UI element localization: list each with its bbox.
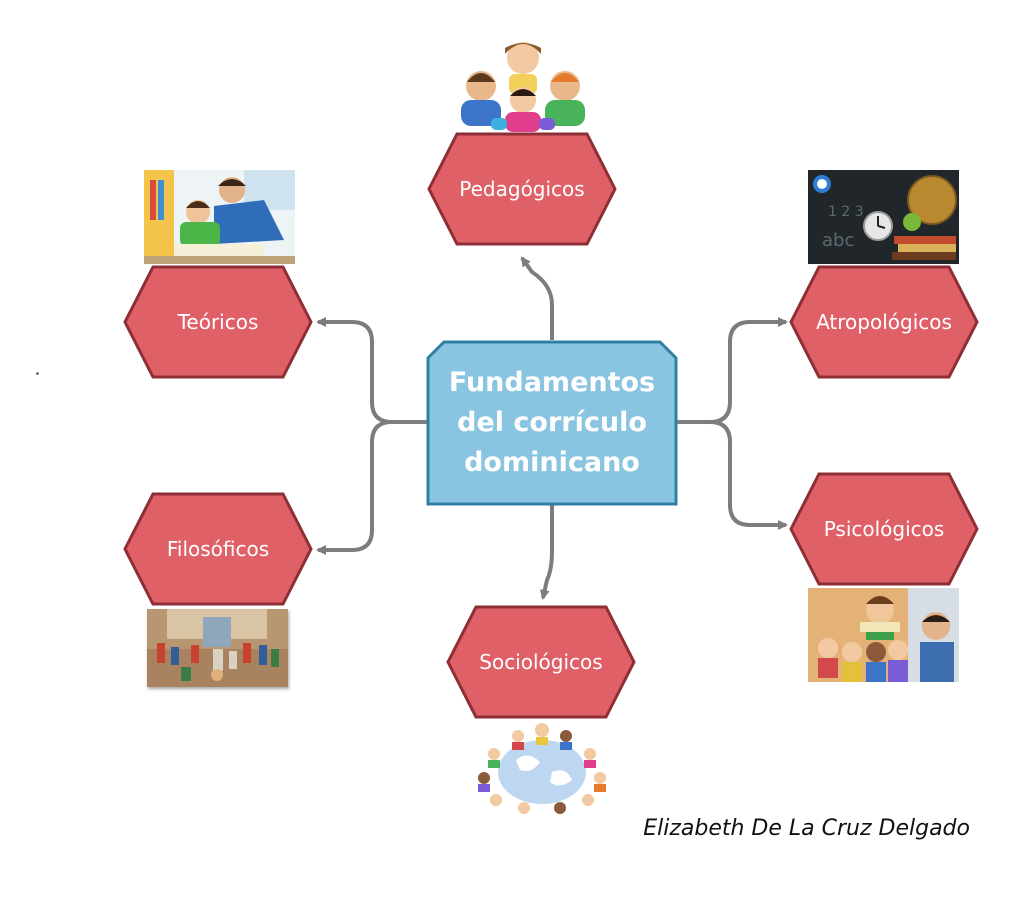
center-title-line-1: Fundamentos <box>448 367 656 398</box>
node-psicologicos: Psicológicos <box>789 472 979 586</box>
node-label-psicologicos: Psicológicos <box>823 517 945 541</box>
svg-text:1 2 3: 1 2 3 <box>828 204 864 220</box>
node-label-sociologicos: Sociológicos <box>479 650 603 674</box>
node-label-teoricos: Teóricos <box>177 310 259 334</box>
connector-sociologicos <box>539 504 554 600</box>
node-filosoficos: Filosóficos <box>123 492 313 606</box>
node-atropologicos: Atropológicos <box>789 265 979 379</box>
children-around-globe <box>466 720 618 815</box>
node-label-pedagogicos: Pedagógicos <box>459 177 585 201</box>
author-signature: Elizabeth De La Cruz Delgado <box>643 816 970 841</box>
connector-filosoficos <box>316 420 428 555</box>
father-son-reading-photo <box>144 170 295 264</box>
stray-dot <box>36 372 39 375</box>
node-label-filosoficos: Filosóficos <box>166 537 270 561</box>
svg-text:abc: abc <box>822 230 854 251</box>
node-sociologicos: Sociológicos <box>446 605 636 719</box>
classical-philosophers-painting <box>147 609 288 687</box>
center-title-line-3: dominicano <box>464 447 640 478</box>
node-label-atropologicos: Atropológicos <box>816 310 952 334</box>
children-teacher-illustration <box>447 38 599 134</box>
connector-pedagogicos <box>520 256 554 340</box>
teacher-reading-thinking-man <box>808 588 959 682</box>
connector-atropologicos <box>676 317 788 424</box>
center-title-line-2: del corrículo <box>457 407 647 438</box>
clock-globe-books-photo: 1 2 3 abc <box>808 170 959 264</box>
connector-teoricos <box>316 317 428 424</box>
center-title: Fundamentos del corrículo dominicano <box>428 342 676 504</box>
node-pedagogicos: Pedagógicos <box>427 132 617 246</box>
node-teoricos: Teóricos <box>123 265 313 379</box>
connector-psicologicos <box>676 420 788 530</box>
